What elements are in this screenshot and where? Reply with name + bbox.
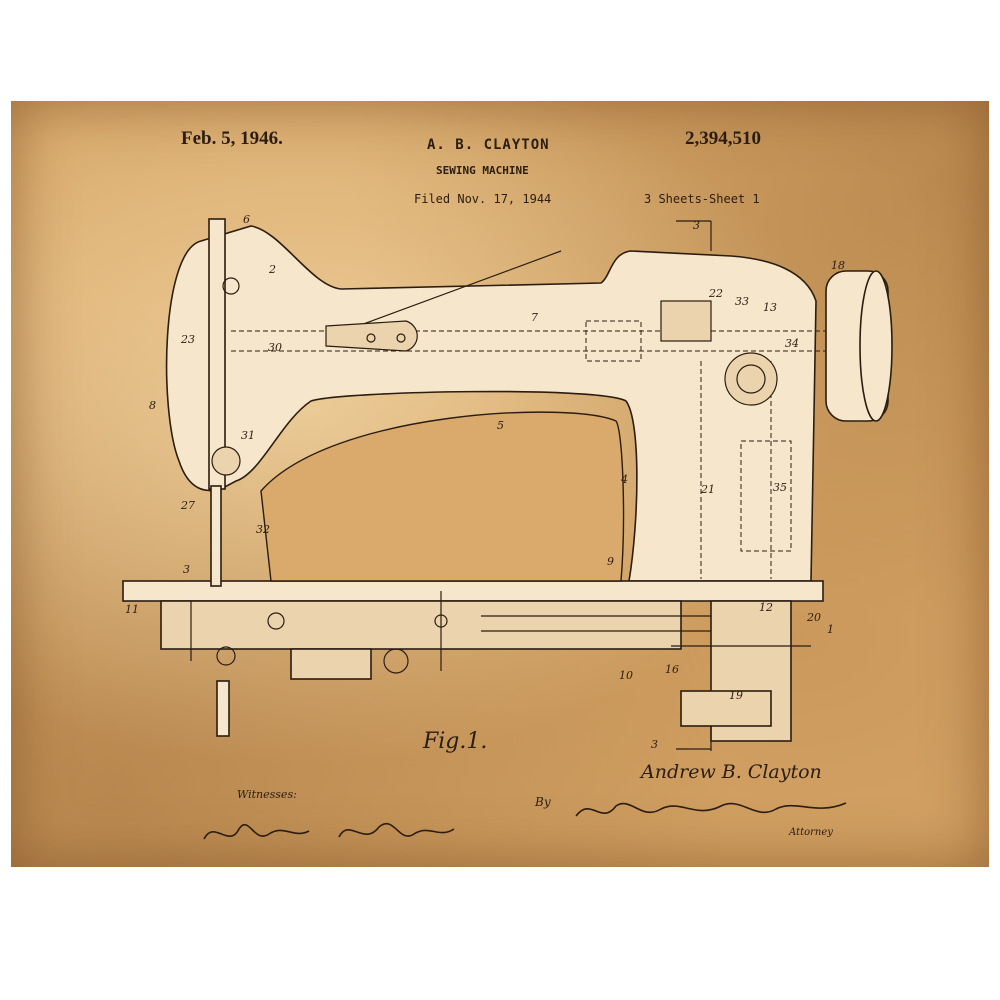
svg-text:3: 3	[651, 738, 658, 751]
by-label: By	[535, 795, 551, 809]
figure-label: Fig.1.	[423, 729, 487, 754]
svg-text:30: 30	[268, 341, 282, 354]
svg-text:34: 34	[785, 337, 799, 350]
bed-plate	[123, 581, 823, 601]
svg-text:35: 35	[773, 481, 787, 494]
svg-text:5: 5	[497, 419, 504, 432]
svg-text:4: 4	[620, 473, 628, 486]
svg-text:13: 13	[763, 301, 777, 314]
svg-text:31: 31	[241, 429, 255, 442]
svg-text:7: 7	[531, 311, 538, 324]
svg-text:18: 18	[831, 259, 845, 272]
svg-text:12: 12	[759, 601, 773, 614]
svg-text:23: 23	[180, 333, 195, 346]
svg-text:3: 3	[183, 563, 190, 576]
svg-text:2: 2	[268, 263, 276, 276]
patent-poster: Feb. 5, 1946. A. B. CLAYTON 2,394,510 SE…	[11, 101, 989, 867]
svg-text:3: 3	[693, 219, 700, 232]
svg-text:33: 33	[735, 295, 749, 308]
svg-text:11: 11	[125, 603, 139, 616]
svg-text:22: 22	[708, 287, 723, 300]
inventor-signature: Andrew B. Clayton	[641, 761, 822, 783]
svg-text:10: 10	[619, 669, 633, 682]
svg-text:21: 21	[700, 483, 715, 496]
svg-text:32: 32	[256, 523, 270, 536]
sewing-machine-drawing: 6 2 23 30 8 4 5 7 21 22 33 34 13 35 31 9…	[11, 101, 989, 867]
svg-text:6: 6	[243, 213, 250, 226]
svg-text:8: 8	[149, 399, 156, 412]
attorney-signature	[571, 791, 851, 831]
witness-signatures	[199, 809, 459, 854]
svg-text:1: 1	[827, 623, 834, 636]
witness-label: Witnesses:	[237, 788, 297, 801]
svg-text:19: 19	[729, 689, 743, 702]
svg-text:20: 20	[806, 611, 821, 624]
svg-text:9: 9	[607, 555, 614, 568]
svg-text:16: 16	[665, 663, 679, 676]
svg-text:27: 27	[180, 499, 195, 512]
